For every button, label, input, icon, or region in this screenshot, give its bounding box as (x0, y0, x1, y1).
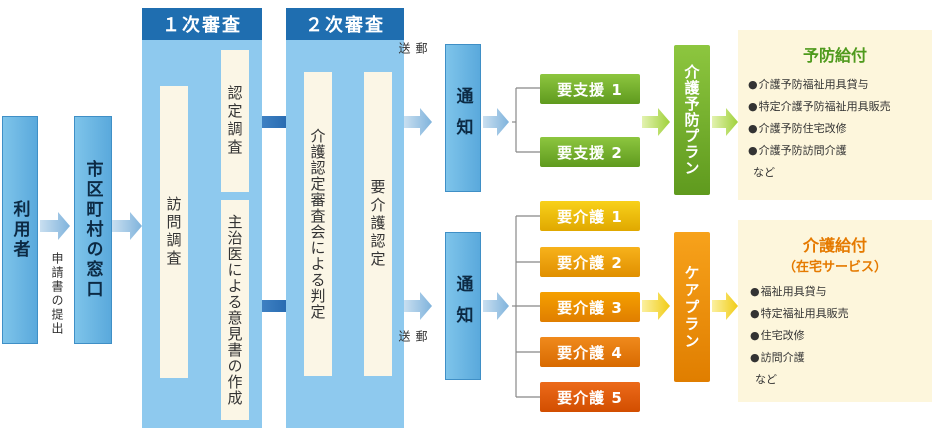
care-benefit-panel: 介護給付 （在宅サービス） 福祉用具貸与 特定福祉用具販売 住宅改修 訪問介護 … (738, 220, 932, 402)
care-certification: 要介護認定 (364, 72, 392, 376)
support-level-1: 要支援 1 (540, 74, 640, 104)
prevention-benefit-item: 特定介護予防福祉用具販売 (748, 96, 932, 118)
mail-label-bottom: 郵送 (397, 330, 428, 356)
prevention-benefit-panel: 予防給付 介護予防福祉用具貸与 特定介護予防福祉用具販売 介護予防住宅改修 介護… (738, 30, 932, 200)
care-benefit-item: 住宅改修 (750, 325, 932, 347)
care-level-2: 要介護 2 (540, 247, 640, 277)
stage2-title: ２次審査 (286, 8, 404, 40)
care-benefit-subtitle: （在宅サービス） (782, 260, 887, 275)
care-level-1: 要介護 1 (540, 201, 640, 231)
visit-survey: 訪問調査 (160, 86, 188, 378)
prevention-plan: 介護予防プラン (674, 45, 710, 195)
arrow-notice-branch-top (483, 108, 509, 136)
doctor-opinion: 主治医による意見書の作成 (221, 200, 249, 420)
branch-lines-support (512, 87, 540, 153)
mail-label-top: 郵送 (397, 42, 428, 68)
care-level-5: 要介護 5 (540, 382, 640, 412)
care-benefit-title: 介護給付 (802, 236, 867, 255)
prevention-benefit-title: 予防給付 (802, 46, 867, 65)
submit-label: 申請書の提出 (50, 252, 64, 336)
notice-bottom: 通知 (445, 232, 481, 380)
notice-top: 通知 (445, 44, 481, 192)
arrow-to-notice-bottom (404, 292, 432, 320)
prevention-benefit-item: 介護予防福祉用具貸与 (748, 74, 932, 96)
arrow-care-to-care-plan (642, 292, 670, 320)
prevention-benefit-item: 介護予防訪問介護 (748, 140, 932, 162)
arrow-window-to-stage1 (112, 212, 142, 240)
certification-survey: 認定調査 (221, 50, 249, 192)
arrow-to-notice-top (404, 108, 432, 136)
prevention-benefit-list: 介護予防福祉用具貸与 特定介護予防福祉用具販売 介護予防住宅改修 介護予防訪問介… (748, 74, 932, 184)
arrow-care-plan-to-benefit (712, 292, 738, 320)
arrow-prevention-plan-to-benefit (712, 108, 738, 136)
care-benefit-item: 訪問介護 (750, 347, 932, 369)
care-benefit-item: 福祉用具貸与 (750, 281, 932, 303)
care-benefit-etc: など (755, 373, 777, 386)
arrow-notice-branch-bottom (483, 292, 509, 320)
stage1-title: １次審査 (142, 8, 262, 40)
committee-judgment: 介護認定審査会による判定 (304, 72, 332, 376)
care-benefit-item: 特定福祉用具販売 (750, 303, 932, 325)
municipal-window-box: 市区町村の窓口 (74, 116, 112, 344)
care-plan: ケアプラン (674, 232, 710, 382)
prevention-benefit-etc: など (753, 166, 775, 179)
branch-lines-care (512, 215, 540, 398)
support-level-2: 要支援 2 (540, 137, 640, 167)
arrow-user-to-window (40, 212, 70, 240)
prevention-benefit-item: 介護予防住宅改修 (748, 118, 932, 140)
care-benefit-list: 福祉用具貸与 特定福祉用具販売 住宅改修 訪問介護 など (750, 281, 932, 391)
arrow-support-to-prevention-plan (642, 108, 670, 136)
care-level-4: 要介護 4 (540, 337, 640, 367)
user-box: 利用者 (2, 116, 38, 344)
care-level-3: 要介護 3 (540, 292, 640, 322)
